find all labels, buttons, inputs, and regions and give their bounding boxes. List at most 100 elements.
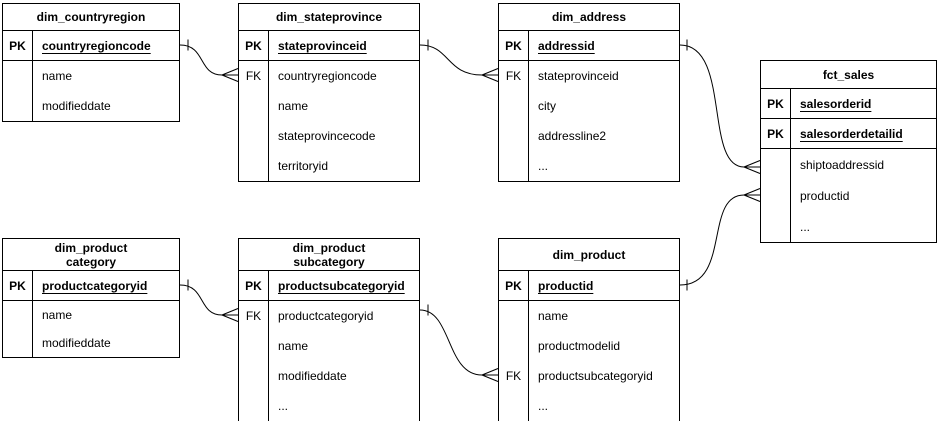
edge-subcategory-product — [419, 304, 499, 382]
attribute: territoryid — [278, 159, 329, 173]
attribute-row: FK countryregioncode — [239, 61, 419, 91]
attribute: addressline2 — [538, 129, 607, 143]
pk-attribute: salesorderdetailid — [800, 126, 903, 141]
key-badge — [239, 121, 269, 151]
fk-badge: FK — [499, 61, 529, 91]
pk-badge: PK — [761, 119, 791, 148]
pk-attribute: productid — [538, 278, 594, 293]
key-badge — [239, 151, 269, 181]
entity-dim-product: dim_product PK productid name productmod… — [498, 238, 680, 421]
attribute: stateprovinceid — [538, 69, 619, 83]
attribute-row: ... — [499, 391, 679, 421]
pk-badge: PK — [761, 89, 791, 118]
pk-attribute: addressid — [538, 38, 595, 53]
key-badge — [499, 301, 529, 331]
attribute-row: productmodelid — [499, 331, 679, 361]
attribute: shiptoaddressid — [800, 157, 885, 172]
pk-attribute: salesorderid — [800, 96, 872, 111]
attribute: name — [42, 308, 73, 322]
pk-row: PK stateprovinceid — [239, 31, 419, 61]
key-badge — [239, 91, 269, 121]
key-badge — [3, 329, 33, 357]
attribute: name — [278, 99, 309, 113]
attribute: productcategoryid — [278, 309, 374, 323]
fk-badge: FK — [239, 61, 269, 91]
attribute: modifieddate — [278, 369, 347, 383]
pk-row: PK productsubcategoryid — [239, 271, 419, 301]
attribute-row: ... — [239, 391, 419, 421]
fk-badge: FK — [239, 301, 269, 331]
pk-row: PK salesorderid — [761, 89, 936, 119]
attribute: productsubcategoryid — [538, 369, 653, 383]
pk-badge: PK — [3, 271, 33, 300]
many-marker — [221, 68, 239, 82]
pk-attribute: productcategoryid — [42, 278, 148, 293]
pk-attribute: productsubcategoryid — [278, 278, 405, 293]
key-badge — [499, 391, 529, 421]
attribute: ... — [538, 399, 549, 413]
entity-title: dim_stateprovince — [239, 4, 419, 31]
pk-row: PK productid — [499, 271, 679, 301]
pk-badge: PK — [499, 271, 529, 300]
pk-badge: PK — [239, 271, 269, 300]
attribute-row: modifieddate — [3, 329, 179, 357]
key-badge — [3, 91, 33, 121]
edge-stateprovince-address — [419, 39, 499, 82]
key-badge — [499, 151, 529, 181]
attribute-row: addressline2 — [499, 121, 679, 151]
key-badge — [761, 149, 791, 180]
attribute-row: territoryid — [239, 151, 419, 181]
pk-row: PK productcategoryid — [3, 271, 179, 301]
attribute-row: name — [499, 301, 679, 331]
attribute: ... — [278, 399, 289, 413]
attribute-row: name — [239, 331, 419, 361]
key-badge — [3, 61, 33, 91]
attribute: name — [538, 309, 569, 323]
attribute: name — [278, 339, 309, 353]
entity-title: dim_countryregion — [3, 4, 179, 31]
entity-title: dim_product — [499, 239, 679, 271]
entity-dim-productcategory: dim_product category PK productcategoryi… — [2, 238, 180, 358]
edge-countryregion-stateprovince — [179, 39, 239, 82]
entity-dim-address: dim_address PK addressid FK stateprovinc… — [498, 3, 680, 182]
pk-badge: PK — [239, 31, 269, 60]
attribute: countryregioncode — [278, 69, 377, 83]
entity-dim-stateprovince: dim_stateprovince PK stateprovinceid FK … — [238, 3, 420, 182]
many-marker — [743, 160, 761, 174]
entity-title: fct_sales — [761, 61, 936, 89]
attribute-row: shiptoaddressid — [761, 149, 936, 180]
edge-address-fctsales — [679, 39, 761, 174]
entity-fct-sales: fct_sales PK salesorderid PK salesorderd… — [760, 60, 937, 243]
pk-badge: PK — [499, 31, 529, 60]
attribute-row: productid — [761, 180, 936, 211]
many-marker — [743, 188, 761, 202]
key-badge — [3, 301, 33, 329]
key-badge — [239, 331, 269, 361]
attribute-row: ... — [499, 151, 679, 181]
key-badge — [499, 121, 529, 151]
edge-product-fctsales — [679, 188, 761, 291]
attribute: stateprovincecode — [278, 129, 376, 143]
attribute-row: FK productsubcategoryid — [499, 361, 679, 391]
attribute-row: FK productcategoryid — [239, 301, 419, 331]
attribute-row: modifieddate — [3, 91, 179, 121]
attribute-row: modifieddate — [239, 361, 419, 391]
key-badge — [761, 211, 791, 242]
pk-row: PK countryregioncode — [3, 31, 179, 61]
pk-attribute: countryregioncode — [42, 38, 151, 53]
attribute: name — [42, 69, 73, 83]
entity-title: dim_product subcategory — [239, 239, 419, 271]
attribute-row: name — [239, 91, 419, 121]
attribute-row: city — [499, 91, 679, 121]
attribute: productid — [800, 188, 850, 203]
pk-attribute: stateprovinceid — [278, 38, 367, 53]
attribute: productmodelid — [538, 339, 621, 353]
pk-row: PK addressid — [499, 31, 679, 61]
key-badge — [499, 331, 529, 361]
fk-badge: FK — [499, 361, 529, 391]
many-marker — [221, 308, 239, 322]
key-badge — [499, 91, 529, 121]
entity-title: dim_product category — [3, 239, 179, 271]
attribute: ... — [800, 219, 811, 234]
key-badge — [239, 391, 269, 421]
